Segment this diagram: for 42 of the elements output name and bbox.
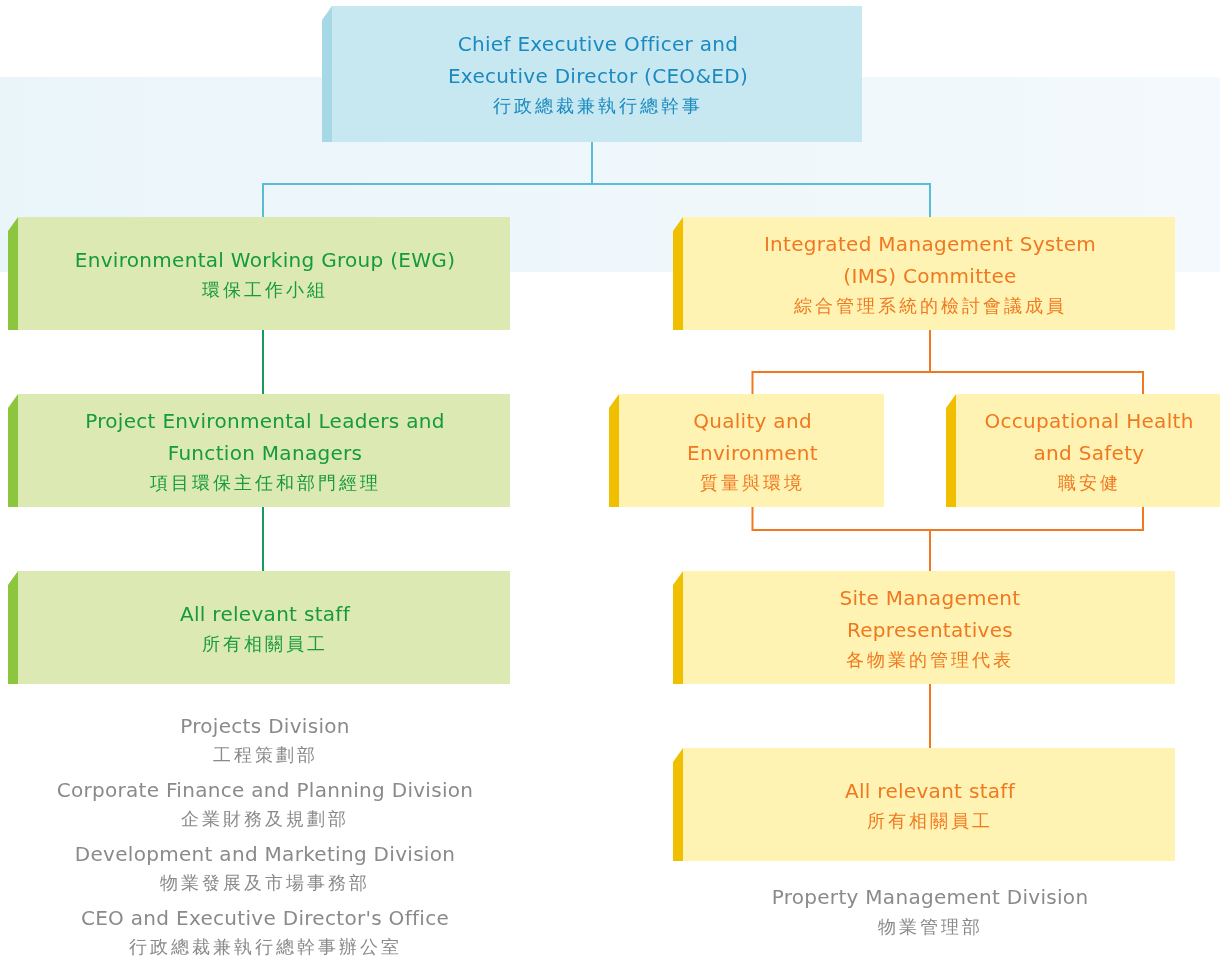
- connector-line: [929, 329, 1144, 395]
- division-name: Development and Marketing Division: [74, 841, 456, 867]
- division-name: Projects Division: [180, 713, 350, 739]
- role-title: All relevant staff: [179, 600, 351, 628]
- role-title-chinese: 質量與環境: [700, 470, 805, 495]
- division-name-chinese: 物業發展及市場事務部: [160, 871, 370, 895]
- division-name-chinese: 工程策劃部: [212, 743, 318, 767]
- org-box: [609, 394, 884, 507]
- connector-line: [929, 683, 931, 749]
- role-title: All relevant staff: [844, 777, 1016, 805]
- role-title-chinese: 項目環保主任和部門經理: [149, 470, 381, 495]
- role-title-chinese: 各物業的管理代表: [846, 647, 1014, 672]
- role-title: Occupational Health and Safety: [983, 407, 1195, 467]
- division-name: Corporate Finance and Planning Division: [56, 777, 474, 803]
- division-name-chinese: 企業財務及規劃部: [181, 807, 349, 831]
- role-title: Quality and Environment: [686, 407, 819, 467]
- role-title: Environmental Working Group (EWG): [74, 246, 456, 274]
- division-name: CEO and Executive Director's Office: [80, 905, 450, 931]
- role-title-chinese: 綜合管理系統的檢討會議成員: [793, 293, 1067, 318]
- org-box: [8, 217, 510, 330]
- connector-line: [929, 506, 1144, 572]
- org-box: [673, 571, 1175, 684]
- connector-line: [262, 506, 264, 572]
- role-title: Site Management Representatives: [838, 584, 1022, 644]
- division-name-chinese: 行政總裁兼執行總幹事辦公室: [128, 935, 402, 959]
- role-title-chinese: 所有相關員工: [867, 808, 993, 833]
- role-title-chinese: 行政總裁兼執行總幹事: [493, 94, 703, 118]
- org-box: [673, 748, 1175, 861]
- role-title: Integrated Management System (IMS) Committee: [762, 230, 1098, 290]
- org-box: [8, 394, 510, 507]
- org-box: [8, 571, 510, 684]
- role-title: Chief Executive Officer and Executive Director (CEO&ED): [446, 31, 750, 90]
- connector-line: [262, 329, 264, 395]
- role-title: Project Environmental Leaders and Function Managers: [84, 407, 446, 467]
- org-box: [946, 394, 1220, 507]
- division-name: Property Management Division: [771, 884, 1089, 910]
- org-box: [673, 217, 1175, 330]
- role-title-chinese: 環保工作小組: [202, 277, 328, 302]
- division-name-chinese: 物業管理部: [877, 915, 983, 939]
- role-title-chinese: 職安健: [1057, 470, 1121, 495]
- org-box: [322, 6, 862, 142]
- role-title-chinese: 所有相關員工: [202, 631, 328, 656]
